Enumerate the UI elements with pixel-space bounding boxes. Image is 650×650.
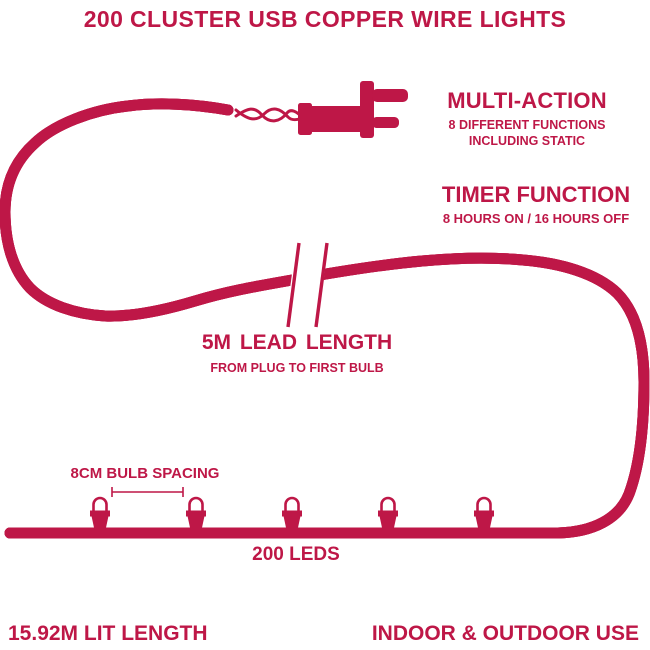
- led-bulb-icon: [88, 496, 112, 532]
- led-bulb-icon: [472, 496, 496, 532]
- timer-subtext: 8 HOURS ON / 16 HOURS OFF: [442, 211, 630, 227]
- twisted-wire: [0, 104, 650, 533]
- wire-break-marks-icon: [286, 242, 329, 328]
- feature-timer: TIMER FUNCTION 8 HOURS ON / 16 HOURS OFF: [420, 182, 650, 227]
- led-count-label: 200 LEDS: [252, 544, 340, 565]
- spacing-measurement-line: [111, 487, 184, 497]
- multi-action-subtext: 8 DIFFERENT FUNCTIONS INCLUDING STATIC: [448, 118, 606, 148]
- plug-pigtail-wire: [234, 107, 304, 123]
- led-bulb-icon: [376, 496, 400, 532]
- led-bulbs: [88, 496, 496, 532]
- page-title: 200 CLUSTER USB COPPER WIRE LIGHTS: [83, 6, 567, 32]
- led-bulb-icon: [280, 496, 304, 532]
- feature-lead-length: 5M LEAD LENGTH FROM PLUG TO FIRST BULB: [167, 331, 427, 376]
- multi-action-heading: MULTI-ACTION: [447, 88, 607, 113]
- indoor-outdoor-label: INDOOR & OUTDOOR USE: [371, 622, 639, 645]
- led-bulb-icon: [184, 496, 208, 532]
- feature-multi-action: MULTI-ACTION 8 DIFFERENT FUNCTIONS INCLU…: [408, 88, 646, 149]
- lead-length-heading: 5M LEAD LENGTH: [201, 331, 393, 354]
- lead-length-subtext: FROM PLUG TO FIRST BULB: [210, 361, 384, 376]
- bulb-spacing-label: 8CM BULB SPACING: [70, 465, 220, 482]
- lit-length-label: 15.92M LIT LENGTH: [8, 622, 208, 645]
- usb-plug-icon: [298, 81, 408, 138]
- timer-heading: TIMER FUNCTION: [441, 182, 631, 207]
